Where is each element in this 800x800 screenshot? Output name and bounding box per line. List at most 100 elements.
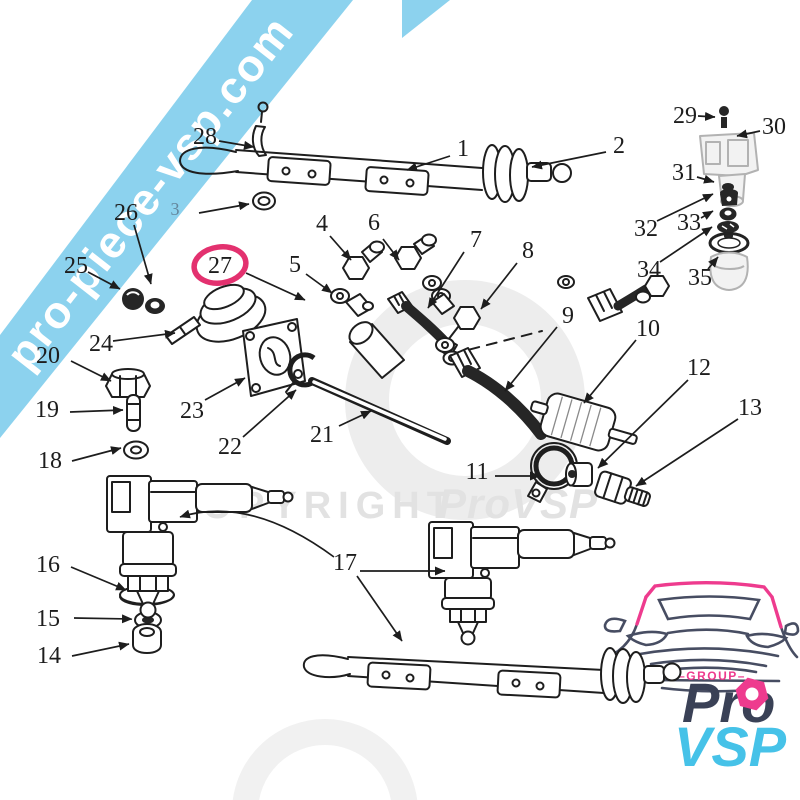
gasket-22 bbox=[287, 352, 318, 388]
leader-arrow-17-1 bbox=[356, 575, 403, 642]
leader-arrow-19 bbox=[69, 405, 124, 415]
leader-arrow-21 bbox=[338, 410, 372, 427]
part-label-12: 12 bbox=[687, 355, 711, 381]
leader-arrow-5 bbox=[305, 273, 333, 294]
part-injector-1 bbox=[106, 475, 294, 619]
part-fitting-13 bbox=[594, 470, 651, 507]
part-label-23: 23 bbox=[180, 398, 204, 424]
part-injector-2 bbox=[428, 521, 616, 646]
part-fuel-rail-bottom bbox=[302, 647, 682, 704]
leader-arrow-9 bbox=[504, 326, 558, 392]
leader-arrow-33 bbox=[700, 210, 714, 220]
part-label-32: 32 bbox=[634, 216, 658, 242]
leader-arrow-30 bbox=[736, 129, 761, 139]
part-carburetor-assembly bbox=[699, 106, 759, 291]
watermark-ring-bottom bbox=[232, 719, 418, 800]
part-label-22: 22 bbox=[218, 434, 242, 460]
car-mirror-left bbox=[603, 617, 627, 633]
part-bushing-12 bbox=[565, 462, 593, 487]
part-31 bbox=[722, 183, 734, 191]
part-label-27: 27 bbox=[208, 253, 232, 279]
rail-hook bbox=[179, 146, 239, 175]
part-label-19: 19 bbox=[35, 397, 59, 423]
part-label-24: 24 bbox=[89, 331, 113, 357]
hose-9 bbox=[462, 365, 547, 440]
part-label-11: 11 bbox=[465, 459, 488, 485]
pin-19 bbox=[126, 394, 141, 432]
part-retainer-28 bbox=[251, 101, 269, 157]
banjo-bolt-4 bbox=[342, 256, 370, 280]
car-headlight-left bbox=[625, 630, 669, 647]
leader-arrow-1 bbox=[406, 155, 451, 172]
leader-arrow-12 bbox=[597, 379, 689, 469]
leader-arrow-24 bbox=[112, 329, 176, 342]
part-label-21: 21 bbox=[310, 422, 334, 448]
leader-arrow-14 bbox=[71, 641, 130, 657]
part-seal-ring-3 bbox=[252, 191, 276, 211]
part-34 bbox=[717, 221, 739, 233]
leader-arrow-15 bbox=[73, 614, 133, 624]
float-bowl-35 bbox=[709, 251, 749, 291]
leader-arrow-27 bbox=[245, 272, 306, 301]
leader-arrow-35 bbox=[707, 256, 719, 270]
part-label-8: 8 bbox=[522, 238, 534, 264]
leader-arrow-10 bbox=[583, 339, 637, 404]
leader-arrow-7 bbox=[427, 251, 465, 309]
banner-corner bbox=[402, 0, 450, 38]
part-label-16: 16 bbox=[36, 552, 60, 578]
leader-arrow-29 bbox=[697, 111, 716, 121]
part-label-35: 35 bbox=[688, 265, 712, 291]
leader-arrow-16 bbox=[70, 566, 127, 591]
leader-arrow-31 bbox=[696, 174, 715, 184]
leader-arrow-2 bbox=[531, 151, 607, 170]
leader-arrow-34 bbox=[659, 226, 713, 263]
part-label-34: 34 bbox=[637, 257, 661, 283]
leader-arrow-3 bbox=[198, 201, 250, 214]
part-label-6: 6 bbox=[368, 210, 380, 236]
leader-arrow-23 bbox=[204, 377, 246, 401]
leader-curve-17 bbox=[179, 509, 335, 558]
leader-arrow-6 bbox=[382, 238, 400, 261]
car-headlight-right bbox=[745, 632, 789, 649]
part-label-10: 10 bbox=[636, 316, 660, 342]
part-label-4: 4 bbox=[316, 211, 328, 237]
part-fittings-center bbox=[330, 233, 670, 440]
rail-hook bbox=[302, 654, 351, 679]
part-fuel-filter-10 bbox=[530, 392, 638, 452]
part-clamp-11 bbox=[527, 442, 578, 503]
copyright-brand-watermark-text: ProVSP bbox=[438, 480, 598, 527]
part-label-17: 17 bbox=[333, 550, 357, 576]
part-label-29: 29 bbox=[673, 103, 697, 129]
part-label-26: 26 bbox=[114, 200, 138, 226]
part-label-33: 33 bbox=[677, 210, 701, 236]
part-label-30: 30 bbox=[762, 114, 786, 140]
part-fuel-rail-top bbox=[179, 144, 572, 203]
washer-18 bbox=[123, 440, 149, 460]
car-windshield bbox=[657, 595, 761, 621]
part-label-18: 18 bbox=[38, 448, 62, 474]
part-label-5: 5 bbox=[289, 252, 301, 278]
logo-group-label: –GROUP– bbox=[678, 669, 746, 683]
leader-arrow-25 bbox=[87, 271, 121, 290]
part-label-14: 14 bbox=[37, 643, 61, 669]
highlight-ellipse-part-27 bbox=[191, 244, 249, 286]
bolt-29 bbox=[719, 106, 729, 116]
leader-arrow-32 bbox=[656, 193, 714, 222]
banjo-bolt-8 bbox=[453, 306, 481, 330]
car-roof-accent bbox=[635, 581, 783, 629]
part-label-13: 13 bbox=[738, 395, 762, 421]
logo-vsp-text: VSP bbox=[674, 715, 787, 778]
leader-arrow-13 bbox=[635, 418, 739, 487]
part-label-1: 1 bbox=[457, 136, 469, 162]
washer-5 bbox=[330, 288, 350, 304]
part-label-3: 3 bbox=[171, 199, 180, 219]
part-fuel-pump bbox=[195, 283, 451, 445]
leader-arrow-20 bbox=[70, 360, 112, 382]
part-label-31: 31 bbox=[672, 160, 696, 186]
part-label-28: 28 bbox=[193, 124, 217, 150]
part-label-25: 25 bbox=[64, 253, 88, 279]
banjo-bolt-6 bbox=[394, 246, 422, 270]
